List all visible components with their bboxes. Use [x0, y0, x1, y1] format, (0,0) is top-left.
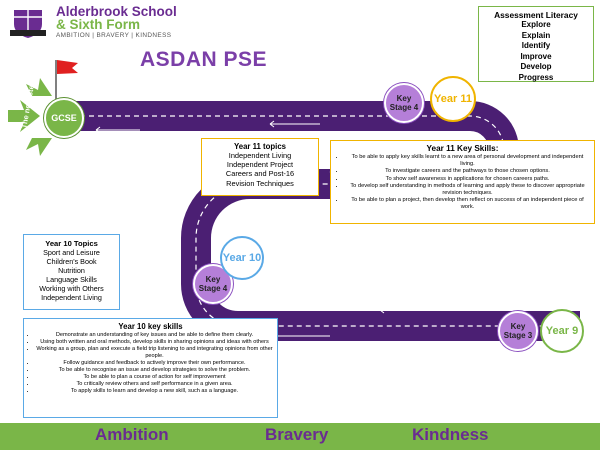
year-10-topic-item: Nutrition — [58, 266, 85, 276]
year-10-skills-heading: Year 10 key skills — [118, 322, 183, 331]
page-title: ASDAN PSE — [140, 48, 268, 71]
year-10-topics-box: Year 10 Topics Sport and Leisure Childre… — [23, 234, 120, 310]
year-11-skill-item: To develop self understanding in methods… — [345, 183, 590, 197]
next-step-arrows-icon — [8, 78, 52, 156]
footer-value-ambition: Ambition — [95, 425, 169, 444]
year-10-topic-item: Children's Book — [46, 257, 97, 267]
year-10-topic-item: Sport and Leisure — [43, 248, 100, 257]
key-stage-3-node: Key Stage 3 — [498, 311, 538, 351]
year-10-skill-item: Working as a group, plan and execute a f… — [36, 346, 273, 360]
year-10-skills-list: Demonstrate an understanding of key issu… — [28, 332, 273, 395]
footer-bar — [0, 423, 600, 450]
assessment-literacy-heading: Assessment Literacy — [494, 10, 578, 20]
flag-icon — [57, 60, 78, 74]
year-10-topics-heading: Year 10 Topics — [45, 239, 98, 248]
key-stage-4-node-top: Key Stage 4 — [384, 83, 424, 123]
year-10-skill-item: To be able to plan a course of action fo… — [36, 374, 273, 381]
year-10-skill-item: Using both written and oral methods, dev… — [36, 339, 273, 346]
year-11-topic-item: Independent Living — [228, 151, 292, 160]
year-11-topics-box: Year 11 topics Independent Living Indepe… — [201, 138, 319, 196]
year-10-skills-box: Year 10 key skills Demonstrate an unders… — [23, 318, 278, 418]
school-crest-icon — [10, 10, 46, 38]
school-motto: AMBITION | BRAVERY | KINDNESS — [56, 32, 172, 39]
year-10-topic-item: Working with Others — [39, 284, 104, 294]
year-11-skill-item: To show self awareness in applications f… — [345, 176, 590, 183]
footer-value-kindness: Kindness — [412, 425, 489, 444]
year-11-topic-item: Revision Techniques — [226, 178, 294, 188]
year-11-skill-item: To be able to plan a project, then devel… — [345, 197, 590, 211]
year-11-skills-box: Year 11 Key Skills: To be able to apply … — [330, 140, 595, 224]
year-11-skills-list: To be able to apply key skills learnt to… — [335, 154, 590, 212]
year-11-node: Year 11 — [430, 76, 476, 122]
year-9-node: Year 9 — [540, 309, 584, 353]
year-10-skill-item: To be able to recognise an issue and dev… — [36, 367, 273, 374]
year-10-skill-item: Follow guidance and feedback to actively… — [36, 360, 273, 367]
school-name-line2: & Sixth Form — [56, 17, 141, 32]
key-stage-4-node-mid: Key Stage 4 — [193, 264, 233, 304]
year-11-skill-item: To investigate careers and the pathways … — [345, 168, 590, 175]
year-10-skill-item: Demonstrate an understanding of key issu… — [36, 332, 273, 339]
school-name-line1: Alderbrook School — [56, 4, 177, 19]
gcse-node: GCSE — [44, 98, 84, 138]
assessment-literacy-item: Identify — [521, 41, 551, 51]
year-10-skill-item: To critically review others and self per… — [36, 381, 273, 388]
year-11-topic-item: Independent Project — [226, 160, 294, 170]
year-11-skills-heading: Year 11 Key Skills: — [426, 144, 499, 153]
year-11-skill-item: To be able to apply key skills learnt to… — [345, 154, 590, 168]
year-10-topic-item: Language Skills — [46, 275, 97, 285]
assessment-literacy-item: Develop — [520, 62, 552, 72]
year-10-topic-item: Independent Living — [41, 293, 102, 303]
assessment-literacy-item: Improve — [520, 51, 552, 61]
assessment-literacy-item: Progress — [518, 72, 554, 82]
assessment-literacy-item: Explain — [521, 30, 551, 40]
assessment-literacy-item: Explore — [521, 20, 551, 29]
year-11-topic-item: Careers and Post-16 — [225, 169, 295, 179]
assessment-literacy-box: Assessment Literacy Explore Explain Iden… — [478, 6, 594, 82]
footer-value-bravery: Bravery — [265, 425, 329, 444]
year-10-node: Year 10 — [220, 236, 264, 280]
year-11-topics-heading: Year 11 topics — [233, 142, 286, 151]
year-10-skill-item: To apply skills to learn and develop a n… — [36, 388, 273, 395]
